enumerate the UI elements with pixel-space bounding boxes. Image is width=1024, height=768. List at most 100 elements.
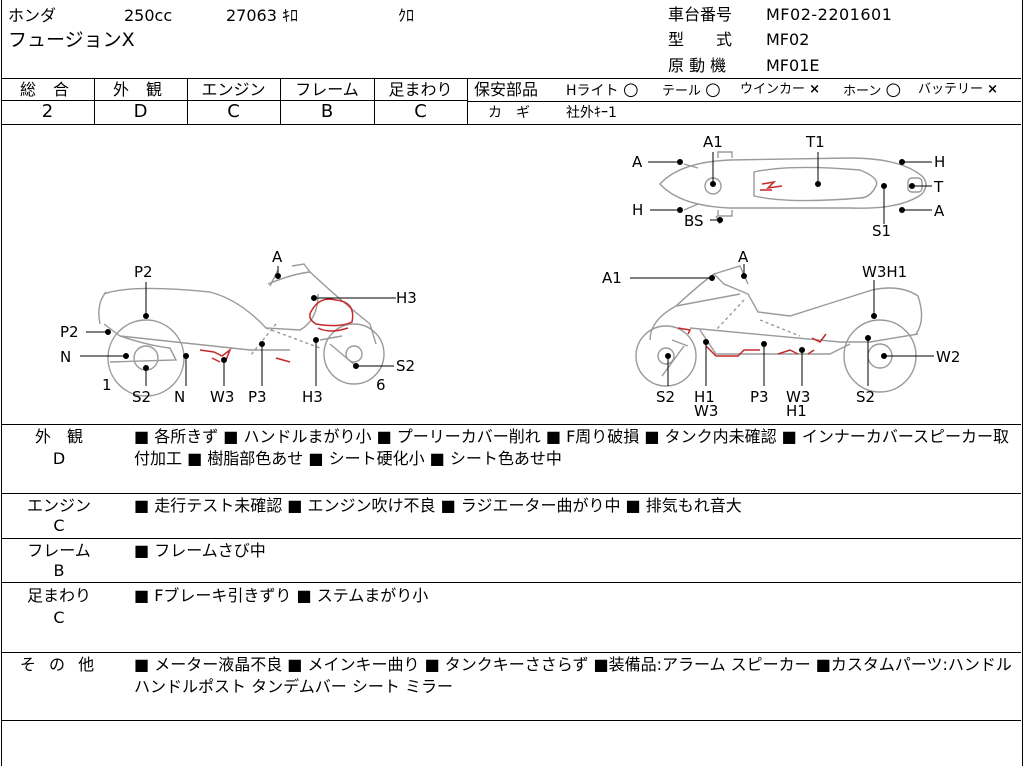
color: ｸﾛ: [398, 6, 415, 25]
key-value: 社外ｷｰ1: [566, 105, 617, 121]
damage-diagram: A1 T1 A H T H A BS S1 A P2 H3 P2 N S2 1 …: [60, 133, 960, 420]
diagram-label: T: [933, 178, 944, 196]
section-text: ■ Fブレーキ引きずり ■ ステムまがり小: [134, 586, 429, 605]
diagram-label: H3: [302, 388, 323, 406]
diagram-label: H: [632, 201, 643, 219]
diagram-label: A: [272, 248, 283, 266]
exterior-grade-label: 外 観: [112, 80, 169, 99]
diagram-label: A1: [703, 133, 723, 151]
safety-label: 保安部品: [474, 80, 539, 99]
maker: ホンダ: [8, 6, 57, 25]
diagram-label: W3: [786, 388, 810, 406]
key-label: カ ギ: [488, 105, 530, 121]
safety-item-name: テール: [662, 84, 702, 99]
displacement: 250cc: [124, 6, 173, 25]
section-grade: D: [52, 449, 66, 468]
section-label: 足まわり: [26, 586, 91, 605]
diagram-label: H3: [396, 289, 417, 307]
scooter-right-view: [635, 265, 923, 393]
grade-bottom-line: [1, 124, 1021, 125]
frame-no: MF02-2201601: [766, 5, 893, 24]
type-label: 型 式: [668, 30, 733, 49]
overall-grade: 2: [41, 101, 54, 122]
safety-mark: ○: [705, 79, 721, 100]
type-value: MF02: [766, 30, 810, 49]
suspension-grade-label: 足まわり: [388, 80, 453, 99]
safety-item-headlight: Hライト ○: [566, 80, 639, 101]
safety-item-horn: ホーン ○: [843, 80, 901, 102]
safety-item-name: ホーン: [843, 84, 882, 99]
diagram-label: H1: [786, 402, 807, 420]
engine-value: MF01E: [766, 56, 820, 75]
diagram-label: W3H1: [862, 263, 907, 281]
diagram-label: S2: [856, 388, 875, 406]
diagram-label: P3: [750, 388, 769, 406]
section-label: エンジン: [26, 496, 91, 515]
exterior-grade: D: [133, 101, 148, 122]
diagram-label: T1: [805, 133, 825, 151]
safety-item-battery: バッテリー ×: [918, 80, 998, 100]
scooter-top-view: [659, 151, 927, 225]
section-label: そ の 他: [19, 655, 99, 674]
section-line: [1, 582, 1021, 583]
section-line: [1, 493, 1021, 494]
diagram-label: W3: [694, 402, 718, 420]
safety-mark: ○: [885, 79, 902, 100]
diagram-label: A: [738, 248, 749, 266]
section-line: [1, 424, 1021, 425]
diagram-label: S2: [396, 357, 415, 375]
diagram-label: P3: [248, 388, 267, 406]
diagram-label: 6: [376, 376, 386, 394]
grade-div: [280, 78, 281, 124]
engine-grade-label: エンジン: [201, 80, 266, 99]
diagram-label: N: [174, 388, 185, 406]
grade-div: [187, 78, 188, 124]
overall-grade-label: 総 合: [19, 80, 76, 99]
grade-div: [467, 78, 468, 124]
diagram-label: A: [934, 202, 945, 220]
diagram-label: S2: [132, 388, 151, 406]
safety-mark: ○: [622, 79, 639, 100]
safety-item-winker: ウインカー ×: [740, 80, 820, 100]
diagram-label: N: [60, 348, 71, 366]
section-grade: B: [53, 561, 65, 580]
grade-top-line: [1, 78, 1021, 79]
grade-mid-line: [1, 100, 467, 101]
safety-item-tail: テール ○: [662, 80, 721, 102]
diagram-label: 1: [102, 376, 112, 394]
engine-grade: C: [227, 101, 240, 122]
safety-mark: ×: [809, 82, 821, 97]
diagram-label: S1: [872, 222, 891, 240]
section-text: ■ 走行テスト未確認 ■ エンジン吹け不良 ■ ラジエーター曲がり中 ■ 排気も…: [134, 496, 742, 515]
grade-div: [374, 78, 375, 124]
diagram-label: H: [934, 153, 945, 171]
diagram-label: A1: [602, 269, 622, 287]
section-grade: C: [53, 516, 65, 535]
safety-item-name: ウインカー: [740, 82, 806, 97]
diagram-label: S2: [656, 388, 675, 406]
safety-item-name: バッテリー: [918, 82, 984, 97]
diagram-label: P2: [134, 263, 153, 281]
section-line: [1, 652, 1021, 653]
section-label: フレーム: [27, 541, 91, 560]
leader-lines: [80, 152, 934, 386]
section-text: ■ フレームさび中: [134, 541, 266, 560]
safety-item-name: Hライト: [566, 83, 619, 99]
section-line: [1, 538, 1021, 539]
section-text: ■ 各所きず ■ ハンドルまがり小 ■ プーリーカバー削れ ■ F周り破損 ■ …: [134, 427, 1010, 468]
damage-marks: [199, 180, 827, 363]
diagram-label: H1: [694, 388, 715, 406]
diagram-label: W2: [936, 348, 960, 366]
safety-mark: ×: [987, 82, 999, 97]
diagram-label: P2: [60, 323, 79, 341]
diagram-label: A: [632, 153, 643, 171]
frame-grade: B: [320, 101, 334, 122]
engine-label: 原 動 機: [668, 56, 727, 75]
model-name: フュージョンX: [8, 29, 135, 51]
section-text: ■ メーター液晶不良 ■ メインキー曲り ■ タンクキーささらず ■装備品:アラ…: [134, 655, 1012, 696]
section-line: [1, 720, 1021, 721]
diagram-label: W3: [210, 388, 234, 406]
grade-div: [94, 78, 95, 124]
section-label: 外 観: [34, 427, 83, 446]
